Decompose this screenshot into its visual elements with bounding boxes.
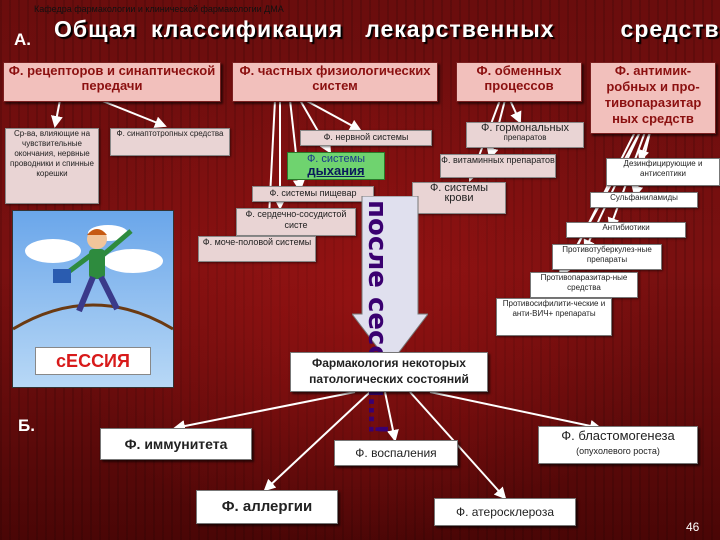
respiratory-line-2: дыхания	[307, 163, 365, 178]
synaptotropic-box: Ф. синаптотропных средства	[110, 128, 230, 156]
student-illustration: сЕССИЯ	[12, 210, 174, 388]
antimicrobial-item: Антибиотики	[566, 222, 686, 238]
digestive-system-box: Ф. системы пищевар	[252, 186, 374, 202]
title-word: лекарственных	[365, 16, 555, 42]
allergy-box: Ф. аллергии	[196, 490, 338, 524]
blood-line-2: крови	[444, 192, 474, 204]
section-a-label: А.	[14, 30, 31, 49]
nervous-system-box: Ф. нервной системы	[300, 130, 432, 146]
category-systems: Ф. частных физиологических систем	[232, 62, 438, 102]
vitamin-box: Ф. витаминных препаратов	[440, 154, 556, 178]
title-word: средств	[620, 16, 720, 42]
pathology-header-box: Фармакология некоторых патологических со…	[290, 352, 488, 392]
antimicrobial-item: Противотуберкулез-ные препараты	[552, 244, 662, 270]
respiratory-line-1: Ф. системы	[306, 153, 366, 165]
title-word: Общая	[54, 16, 137, 42]
title-word: классификация	[151, 16, 344, 42]
page-number: 46	[686, 520, 700, 534]
student-drawing	[13, 225, 173, 331]
after-session-caption: после сессии…!	[362, 200, 392, 436]
blastomogenesis-sublabel: (опухолевого роста)	[576, 446, 660, 456]
inflammation-box: Ф. воспаления	[334, 440, 458, 466]
antimicrobial-item: Сульфаниламиды	[590, 192, 698, 208]
antimicrobial-item: Противопаразитар-ные средства	[530, 272, 638, 298]
blastomogenesis-box: Ф. бластомогенеза (опухолевого роста)	[538, 426, 698, 464]
section-b-label: Б.	[18, 416, 35, 435]
category-antimicrobial: Ф. антимик-робных и про-тивопаразитар ны…	[590, 62, 716, 134]
session-sign: сЕССИЯ	[35, 347, 151, 375]
hormonal-label: Ф. гормональных	[481, 122, 569, 134]
category-metabolic: Ф. обменных процессов	[456, 62, 582, 102]
hormonal-sublabel: препаратов	[503, 133, 547, 142]
afferent-drugs-box: Ср-ва, влияющие на чувствительные оконча…	[5, 128, 99, 204]
hormonal-box: Ф. гормональных препаратов	[466, 122, 584, 148]
blood-system-box: Ф. системы крови	[412, 182, 506, 214]
cardio-system-box: Ф. сердечно-сосудистой систе	[236, 208, 356, 236]
urogenital-system-box: Ф. моче-половой системы	[198, 236, 316, 262]
big-down-arrow	[352, 196, 428, 364]
category-receptors: Ф. рецепторов и синаптической передачи	[3, 62, 221, 102]
blood-line-1: Ф. системы	[429, 182, 489, 194]
atherosclerosis-box: Ф. атеросклероза	[434, 498, 576, 526]
slide-title: Общая классификация лекарственных средств	[54, 16, 720, 43]
immunity-box: Ф. иммунитета	[100, 428, 252, 460]
antimicrobial-item: Противосифилити-ческие и анти-ВИЧ+ препа…	[496, 298, 612, 336]
respiratory-system-box: Ф. системы дыхания	[287, 152, 385, 180]
department-header: Кафедра фармакологии и клинической фарма…	[34, 4, 284, 14]
antimicrobial-item: Дезинфицирующие и антисептики	[606, 158, 720, 186]
blastomogenesis-label: Ф. бластомогенеза	[561, 428, 675, 443]
